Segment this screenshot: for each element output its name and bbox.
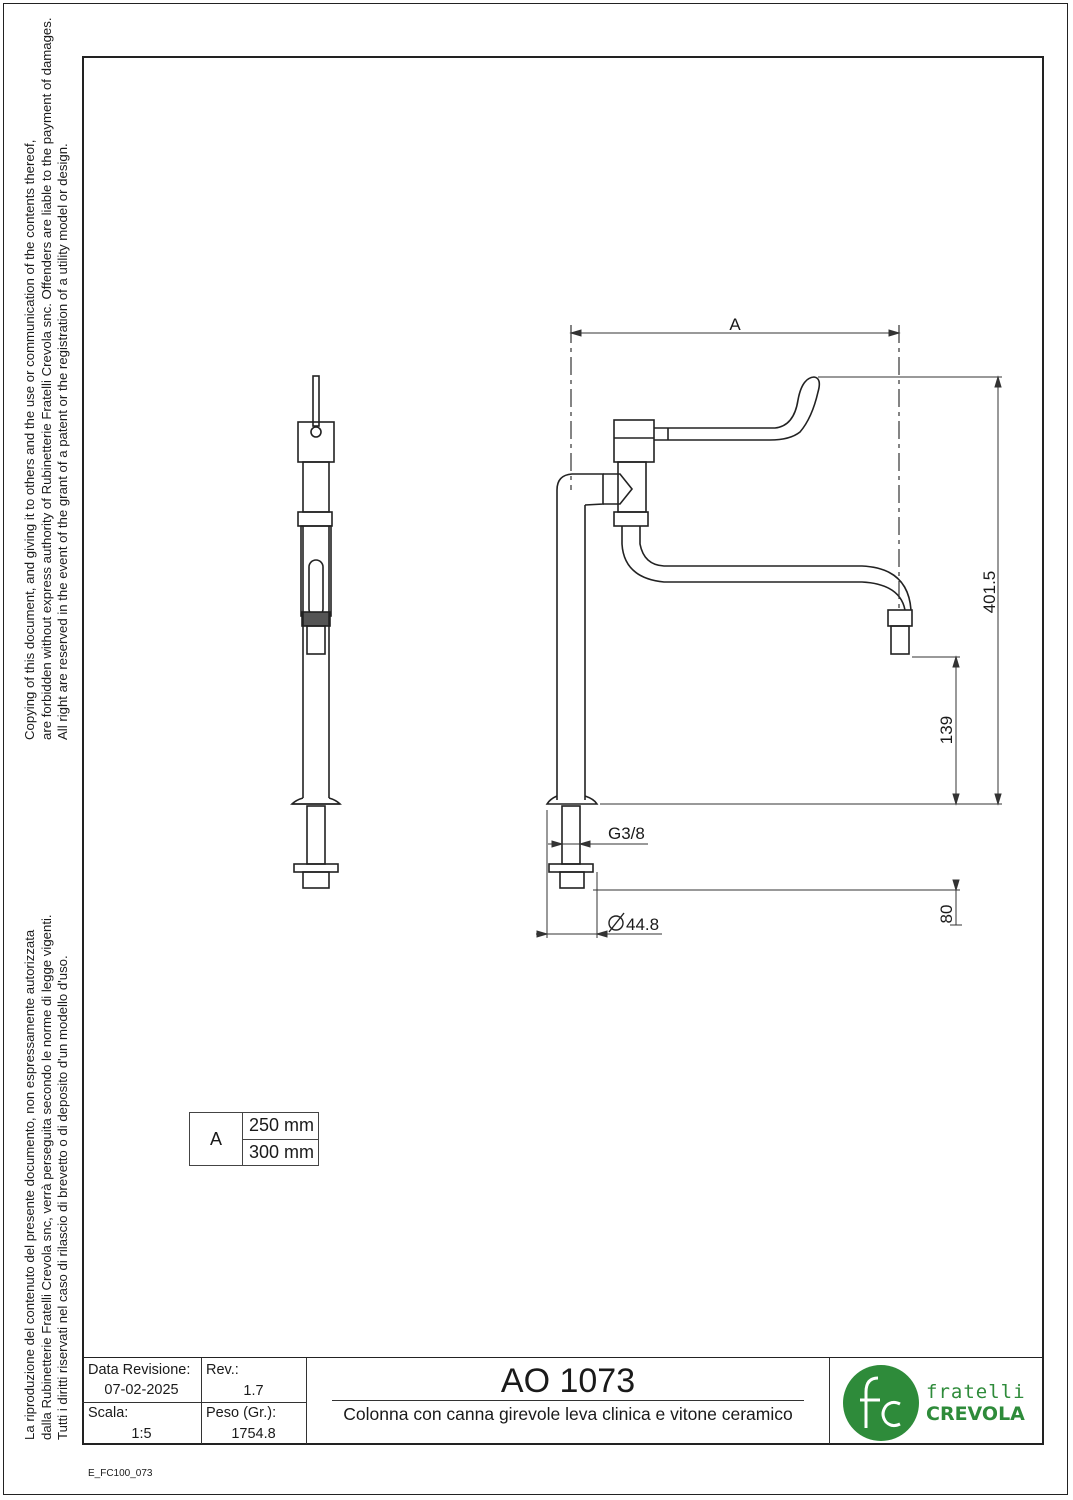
variant-value: 300 mm	[242, 1138, 319, 1166]
product-code: AO 1073	[500, 1362, 636, 1400]
variant-table: A 250 mm 300 mm	[189, 1112, 319, 1166]
brand-logo: fratelli CREVOLA	[843, 1365, 1026, 1441]
brand-line-1: fratelli	[926, 1381, 1026, 1403]
product-description: Colonna con canna girevole leva clinica …	[343, 1404, 793, 1424]
variant-value: 250 mm	[242, 1112, 319, 1140]
drawing-frame	[82, 56, 1044, 1445]
variant-key: A	[189, 1112, 243, 1166]
logo-circle-icon	[843, 1365, 919, 1441]
diameter-symbol	[608, 912, 625, 933]
dimension-lines	[536, 329, 1002, 938]
scale-label: Scala:	[88, 1405, 129, 1421]
weight-value: 1754.8	[231, 1426, 276, 1442]
brand-line-2: CREVOLA	[926, 1403, 1025, 1425]
dim-spout-height: 139	[937, 716, 956, 744]
dim-diameter: 44.8	[626, 915, 659, 934]
title-block: Data Revisione: 07-02-2025 Rev.: 1.7 Sca…	[82, 1357, 1044, 1445]
weight-label: Peso (Gr.):	[206, 1405, 277, 1421]
dim-thread: G3/8	[608, 824, 645, 843]
revision-date: 07-02-2025	[104, 1382, 179, 1398]
dim-total-height: 401.5	[980, 571, 999, 614]
dim-a-label: A	[729, 315, 741, 334]
sheet-border	[3, 3, 1068, 1495]
scale-value: 1:5	[131, 1426, 152, 1442]
revision-date-label: Data Revisione:	[88, 1362, 191, 1378]
side-view	[290, 375, 342, 889]
dim-shank-length: 80	[937, 905, 956, 924]
rev-label: Rev.:	[206, 1362, 239, 1378]
rev-value: 1.7	[243, 1383, 264, 1399]
front-view	[545, 376, 913, 889]
document-code: E_FC100_073	[88, 1468, 153, 1479]
